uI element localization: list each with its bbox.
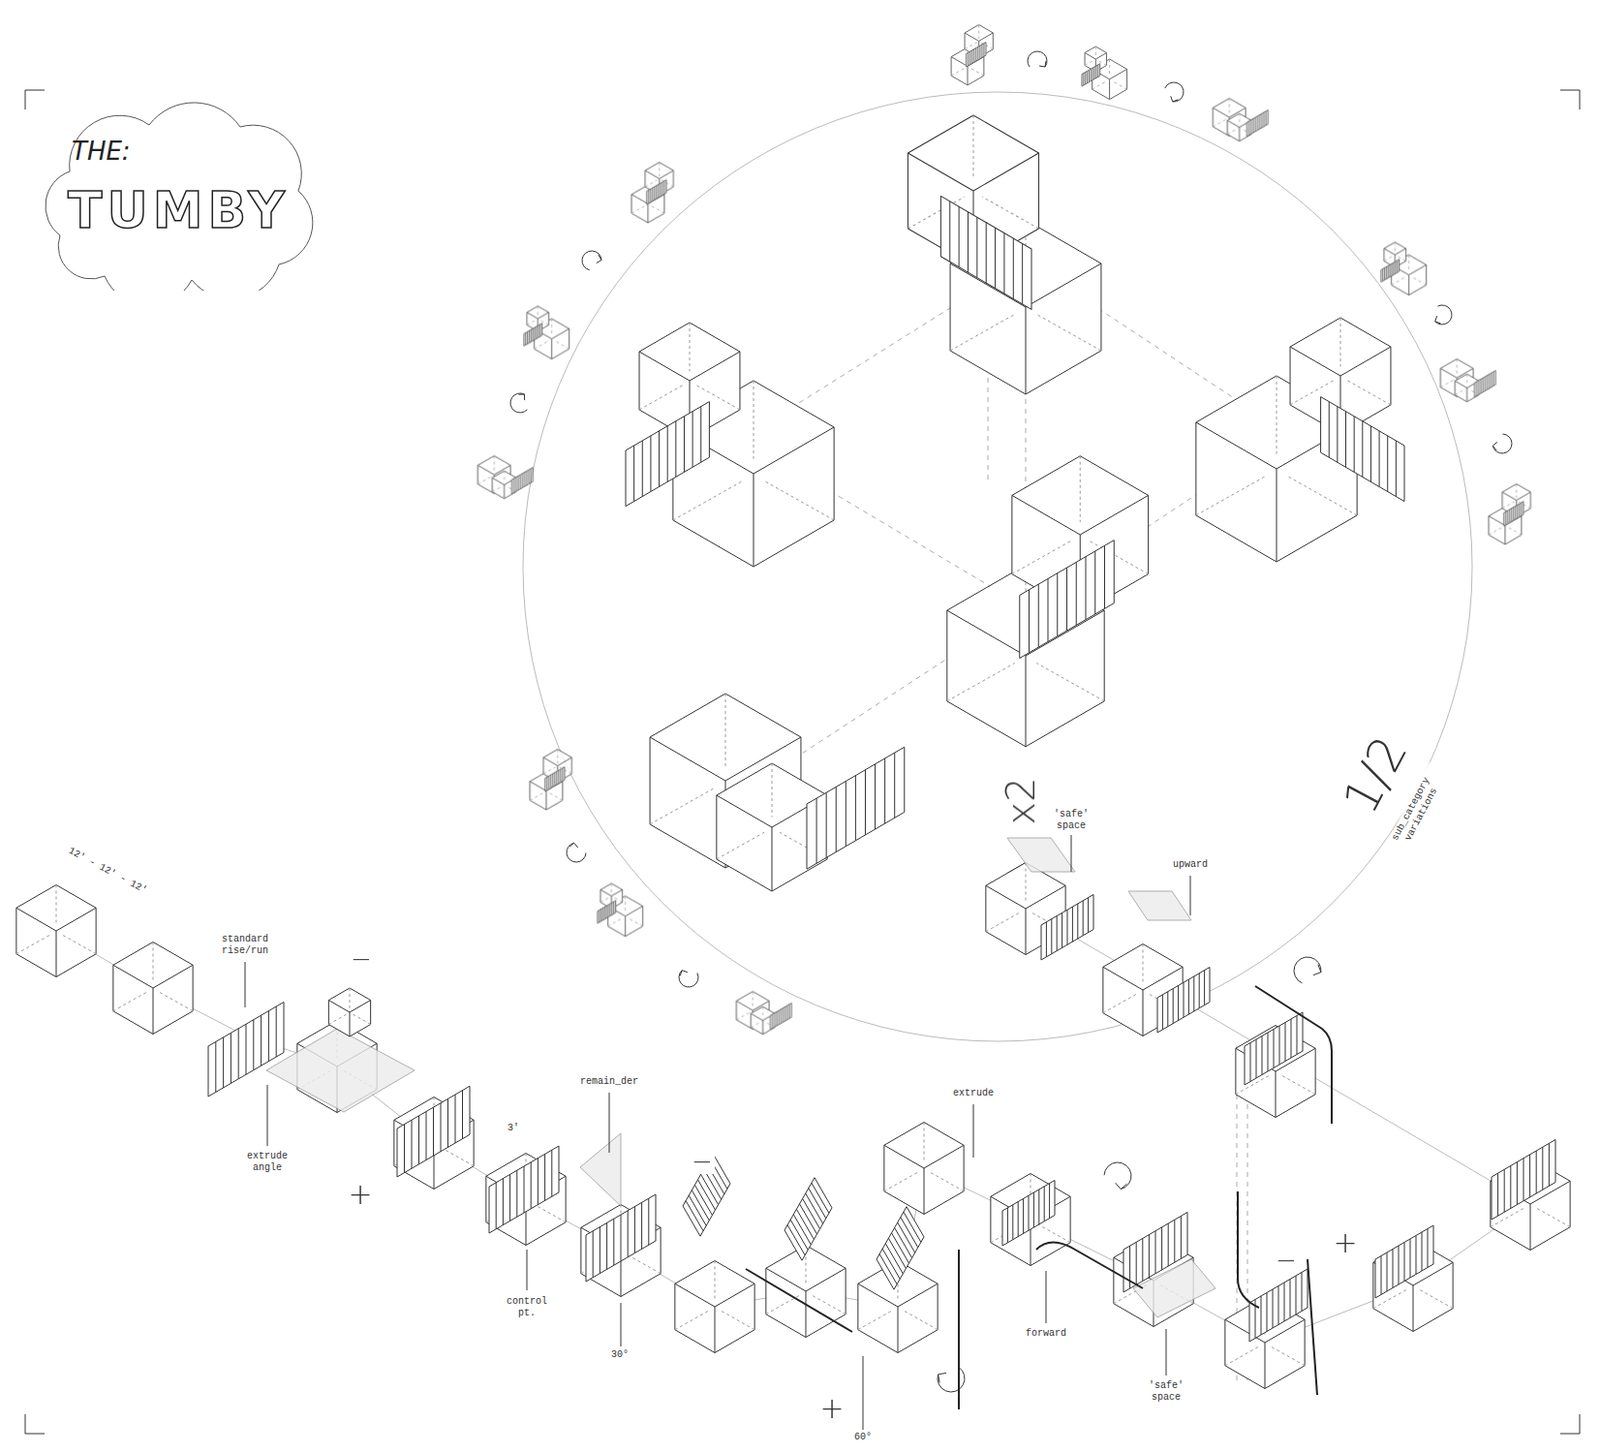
annotation-label: standard rise/run xyxy=(209,933,281,956)
annotation-label: 3' xyxy=(505,1122,522,1135)
operation-symbol: 1/2 xyxy=(1334,727,1416,823)
annotation-label: forward xyxy=(1023,1327,1069,1340)
annotation-label: remain_der xyxy=(578,1076,641,1088)
annotation-label: upward xyxy=(1170,859,1210,871)
annotation-label: control pt. xyxy=(495,1295,558,1319)
annotation-label: 12' - 12' - 12' xyxy=(64,844,151,897)
operation-symbol: − xyxy=(1273,1247,1299,1273)
annotation-label: 'safe' space xyxy=(1139,1380,1193,1403)
annotation-label: extrude xyxy=(951,1087,996,1100)
operation-symbol: + xyxy=(345,1179,374,1209)
operation-symbol: x2 xyxy=(1001,774,1041,827)
operation-symbol: + xyxy=(1330,1228,1359,1258)
title-prefix: THE: xyxy=(71,138,131,164)
annotation-label: 60° xyxy=(852,1431,874,1444)
title-word: TUMBY xyxy=(67,184,290,236)
operation-symbol: − xyxy=(689,1148,715,1174)
annotation-label: 30° xyxy=(609,1349,631,1361)
operation-symbol: + xyxy=(817,1393,846,1423)
annotation-label: extrude angle xyxy=(236,1150,299,1173)
operation-symbol: − xyxy=(348,946,374,972)
title-cloud: THE: TUMBY xyxy=(25,90,322,291)
annotation-label: 'safe' space xyxy=(1045,808,1098,831)
